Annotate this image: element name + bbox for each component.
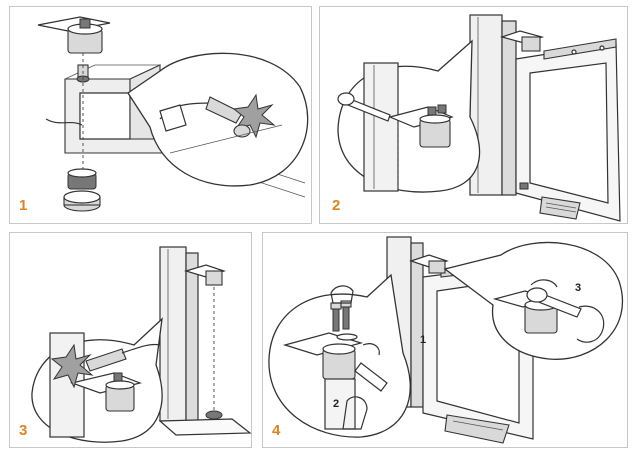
step-number-2: 2 xyxy=(332,197,341,214)
step-4-panel: 4 1 2 3 xyxy=(262,232,628,448)
step-4-illustration xyxy=(268,236,624,444)
callout-label-2: 2 xyxy=(333,398,340,410)
step-2-panel: 2 xyxy=(319,6,628,224)
step-3-panel: 3 xyxy=(9,232,252,448)
step-number-4: 4 xyxy=(272,422,281,439)
step-number-3: 3 xyxy=(19,422,28,439)
step-3-illustration xyxy=(31,246,252,443)
step-2-illustration xyxy=(337,14,621,222)
step-number-1: 1 xyxy=(19,197,28,214)
callout-label-3: 3 xyxy=(575,282,582,294)
step-1-illustration xyxy=(37,16,309,212)
callout-label-1: 1 xyxy=(420,334,427,346)
step-1-panel: 1 xyxy=(9,6,312,224)
